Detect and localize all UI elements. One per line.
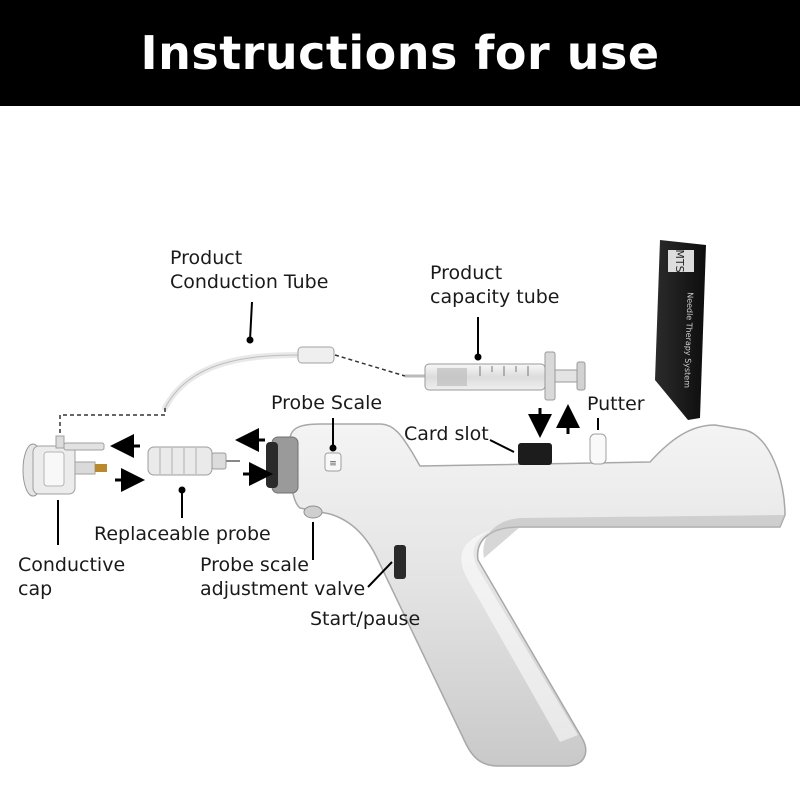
label-line: Product — [430, 262, 503, 284]
label-conductive-cap: Conductive cap — [18, 553, 125, 601]
label-line: Conduction Tube — [170, 271, 329, 293]
label-line: Conductive — [18, 554, 126, 576]
label-putter: Putter — [587, 393, 645, 415]
header-banner: Instructions for use — [0, 0, 800, 106]
label-line: cap — [18, 578, 53, 600]
label-line: Probe scale — [200, 554, 309, 576]
label-probe-scale: Probe Scale — [271, 392, 383, 414]
product-conduction-tube — [162, 346, 406, 411]
label-replaceable-probe: Replaceable probe — [94, 523, 271, 545]
label-product-capacity-tube: Product capacity tube — [430, 261, 560, 309]
display-panel: MTS Needle Therapy System — [655, 240, 706, 420]
assembly-arrows — [110, 404, 580, 492]
tube-cap-link — [59, 408, 166, 440]
label-start-pause: Start/pause — [310, 608, 421, 630]
product-capacity-tube-syringe — [405, 351, 586, 401]
label-line: adjustment valve — [200, 578, 366, 600]
label-probe-scale-adjustment-valve: Probe scale adjustment valve — [200, 553, 365, 601]
svg-text:≡: ≡ — [329, 459, 337, 469]
replaceable-probe — [147, 446, 240, 476]
label-line: capacity tube — [430, 286, 560, 308]
start-pause-button — [394, 545, 406, 579]
device-brand-text: MTS — [673, 249, 686, 272]
label-card-slot: Card slot — [404, 423, 489, 445]
leader-lines — [57, 301, 599, 588]
label-product-conduction-tube: Product Conduction Tube — [170, 246, 328, 294]
device-line-text: Needle Therapy System — [682, 292, 694, 388]
conductive-cap — [22, 435, 107, 497]
gun-body: ≡ — [266, 423, 786, 767]
page-title: Instructions for use — [140, 26, 660, 80]
label-line: Product — [170, 247, 243, 269]
